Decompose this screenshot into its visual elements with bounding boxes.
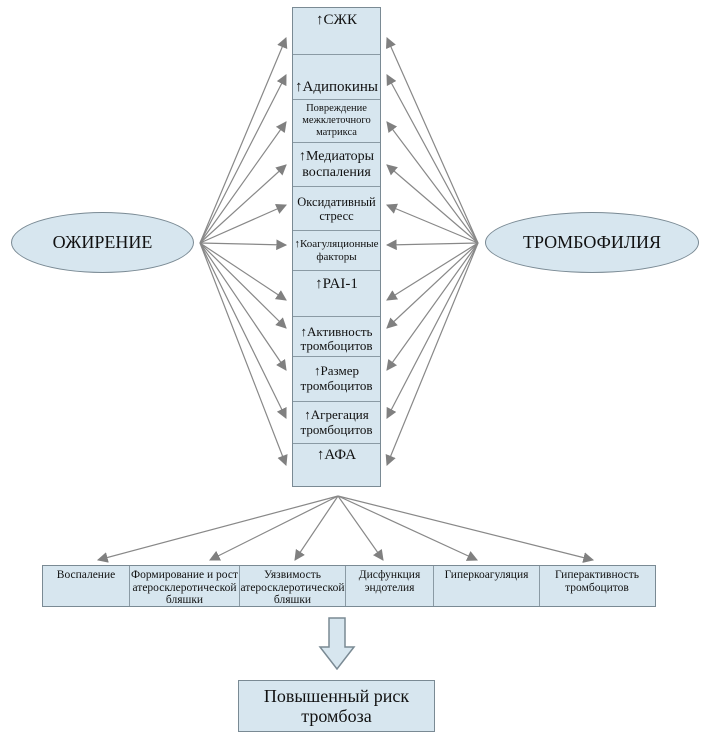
arrow-thrombophilia-to-factor-2 xyxy=(386,121,479,244)
arrow-thrombophilia-to-factor-10 xyxy=(385,242,479,466)
obesity-label: ОЖИРЕНИЕ xyxy=(52,232,153,252)
arrow-obesity-to-factor-5 xyxy=(199,239,288,251)
factor-oxidative-stress: Оксидативный стресс xyxy=(293,186,380,230)
effect-platelet-hyperactivity: Гиперактивность тромбоцитов xyxy=(539,566,654,606)
factors-column: ↑СЖК ↑Адипокины Повреждение межклеточног… xyxy=(292,7,381,487)
effect-endothelial-dysfunction: Дисфункция эндотелия xyxy=(345,566,433,606)
arrow-factors-to-effect-1 xyxy=(209,495,339,561)
down-arrow-icon xyxy=(318,617,356,670)
thrombophilia-node: ТРОМБОФИЛИЯ xyxy=(485,212,699,273)
factor-inflammation-mediators: ↑Медиаторы воспаления xyxy=(293,142,380,186)
arrow-thrombophilia-to-factor-3 xyxy=(386,164,479,244)
factor-adipokines: ↑Адипокины xyxy=(293,54,380,99)
arrow-thrombophilia-to-factor-4 xyxy=(386,203,479,244)
factor-apa: ↑АФА xyxy=(293,443,380,485)
arrow-thrombophilia-to-factor-8 xyxy=(386,242,479,371)
arrow-obesity-to-factor-9 xyxy=(199,242,287,419)
arrow-obesity-to-factor-3 xyxy=(199,164,287,244)
effect-inflammation: Воспаление xyxy=(56,569,116,581)
arrow-thrombophilia-to-factor-6 xyxy=(386,242,479,301)
factor-pai1: ↑PAI-1 xyxy=(293,270,380,316)
result-box: Повышенный риск тромбоза xyxy=(238,680,435,732)
factor-coagulation: ↑Коагуляционные факторы xyxy=(293,230,380,270)
arrow-obesity-to-factor-10 xyxy=(199,242,288,467)
factor-matrix-damage: Повреждение межклеточного матрикса xyxy=(293,99,380,142)
factor-platelet-aggregation: ↑Агрегация тромбоцитов xyxy=(293,401,380,443)
arrow-thrombophilia-to-factor-9 xyxy=(386,242,479,419)
arrow-factors-to-effect-2 xyxy=(294,495,339,561)
arrow-obesity-to-factor-2 xyxy=(199,121,287,244)
arrow-obesity-to-factor-6 xyxy=(199,242,287,301)
arrow-thrombophilia-to-factor-7 xyxy=(386,242,479,329)
factor-platelet-size: ↑Размер тромбоцитов xyxy=(293,356,380,401)
obesity-node: ОЖИРЕНИЕ xyxy=(11,212,194,273)
factor-platelet-activity: ↑Активность тромбоцитов xyxy=(293,316,380,356)
arrow-thrombophilia-to-factor-1 xyxy=(386,74,479,244)
factor-ffa: ↑СЖК xyxy=(316,12,357,28)
arrow-obesity-to-factor-7 xyxy=(199,242,287,329)
arrow-thrombophilia-to-factor-5 xyxy=(385,239,479,251)
effect-plaque-vulnerability: Уязвимость атеросклеротической бляшки xyxy=(239,566,345,606)
effect-hypercoagulation: Гиперкоагуляция xyxy=(433,566,539,606)
arrow-obesity-to-factor-8 xyxy=(199,242,287,371)
effects-row: Воспаление Формирование и рост атероскле… xyxy=(42,565,656,607)
arrow-thrombophilia-to-factor-0 xyxy=(386,37,479,244)
arrow-factors-to-effect-4 xyxy=(337,495,478,561)
result-label: Повышенный риск тромбоза xyxy=(263,685,410,726)
arrow-factors-to-effect-0 xyxy=(96,495,339,563)
thrombophilia-label: ТРОМБОФИЛИЯ xyxy=(522,232,662,252)
arrow-obesity-to-factor-0 xyxy=(199,37,288,244)
arrow-obesity-to-factor-1 xyxy=(199,74,287,244)
arrow-factors-to-effect-3 xyxy=(337,495,384,561)
effect-plaque-formation: Формирование и рост атеросклеротической … xyxy=(129,566,239,606)
arrow-factors-to-effect-5 xyxy=(337,495,595,563)
arrow-obesity-to-factor-4 xyxy=(199,203,287,244)
